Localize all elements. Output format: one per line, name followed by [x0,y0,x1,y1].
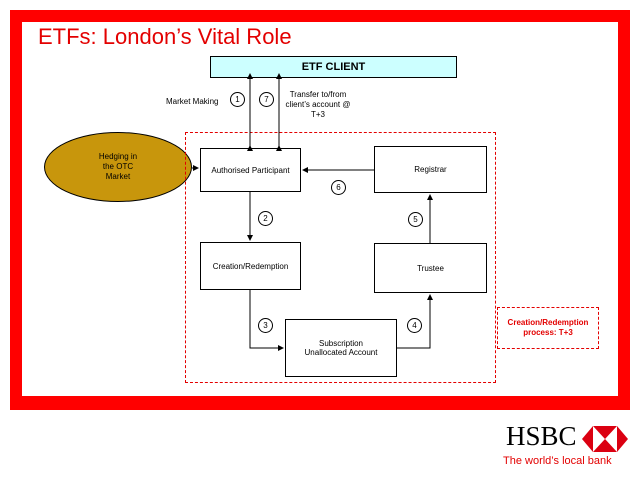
arrow-step-4 [397,294,433,349]
step-badge-3: 3 [258,318,273,333]
registrar-box: Registrar [374,146,487,193]
authorised-participant-label: Authorised Participant [211,165,290,175]
step-badge-2: 2 [258,211,273,226]
subscription-account-label: Subscription Unallocated Account [304,339,378,357]
slide-title: ETFs: London’s Vital Role [38,24,292,49]
hsbc-tagline: The world’s local bank [503,455,612,467]
subscription-account-box: Subscription Unallocated Account [285,319,397,377]
etf-client-box: ETF CLIENT [210,56,457,78]
creation-redemption-label: Creation/Redemption [212,261,289,271]
registrar-label: Registrar [414,165,447,174]
step-badge-1: 1 [230,92,245,107]
creation-redemption-box: Creation/Redemption [200,242,301,290]
step-badge-4: 4 [407,318,422,333]
process-timing-label: Creation/Redemption process: T+3 [507,318,589,337]
hedging-otc-label: Hedging in the OTC Market [98,152,138,181]
arrow-step-3 [249,290,284,351]
authorised-participant-box: Authorised Participant [200,148,301,192]
hedging-otc-ellipse: Hedging in the OTC Market [44,132,192,202]
step-badge-5: 5 [408,212,423,227]
market-making-label: Market Making [166,97,219,106]
process-dashed-boundary [185,132,496,383]
hsbc-branding: HSBC The world’s local bank [486,421,628,471]
trustee-label: Trustee [417,263,444,273]
step-badge-7: 7 [259,92,274,107]
step-badge-6: 6 [331,180,346,195]
hsbc-wordmark: HSBC [506,421,577,451]
trustee-box: Trustee [374,243,487,293]
hsbc-hexagon-logo-icon [582,426,628,452]
transfer-label: Transfer to/from client’s account @ T+3 [285,90,351,119]
process-timing-note: Creation/Redemption process: T+3 [497,307,599,349]
